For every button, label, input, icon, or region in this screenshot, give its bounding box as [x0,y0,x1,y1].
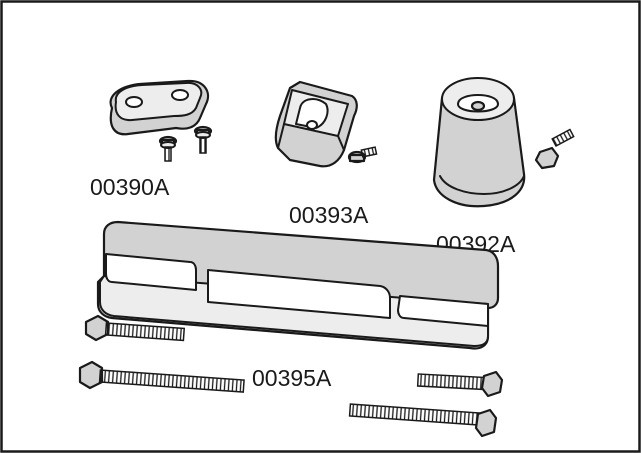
bar-anode [96,220,500,350]
bolt-4 [348,403,498,438]
small-screw-4 [534,128,575,170]
small-screw-2 [193,125,213,154]
bolt-2 [78,360,245,393]
block-anode [274,80,358,168]
part-number-label: 00390A [90,174,170,200]
small-screw-1 [158,135,178,162]
small-screw-3 [347,146,378,164]
bolt-3 [416,370,504,398]
bolt-1 [84,314,186,342]
cone-anode [432,77,526,208]
part-number-label: 00395A [252,365,332,391]
plate-anode [109,79,210,136]
part-number-label: 00393A [289,202,369,228]
